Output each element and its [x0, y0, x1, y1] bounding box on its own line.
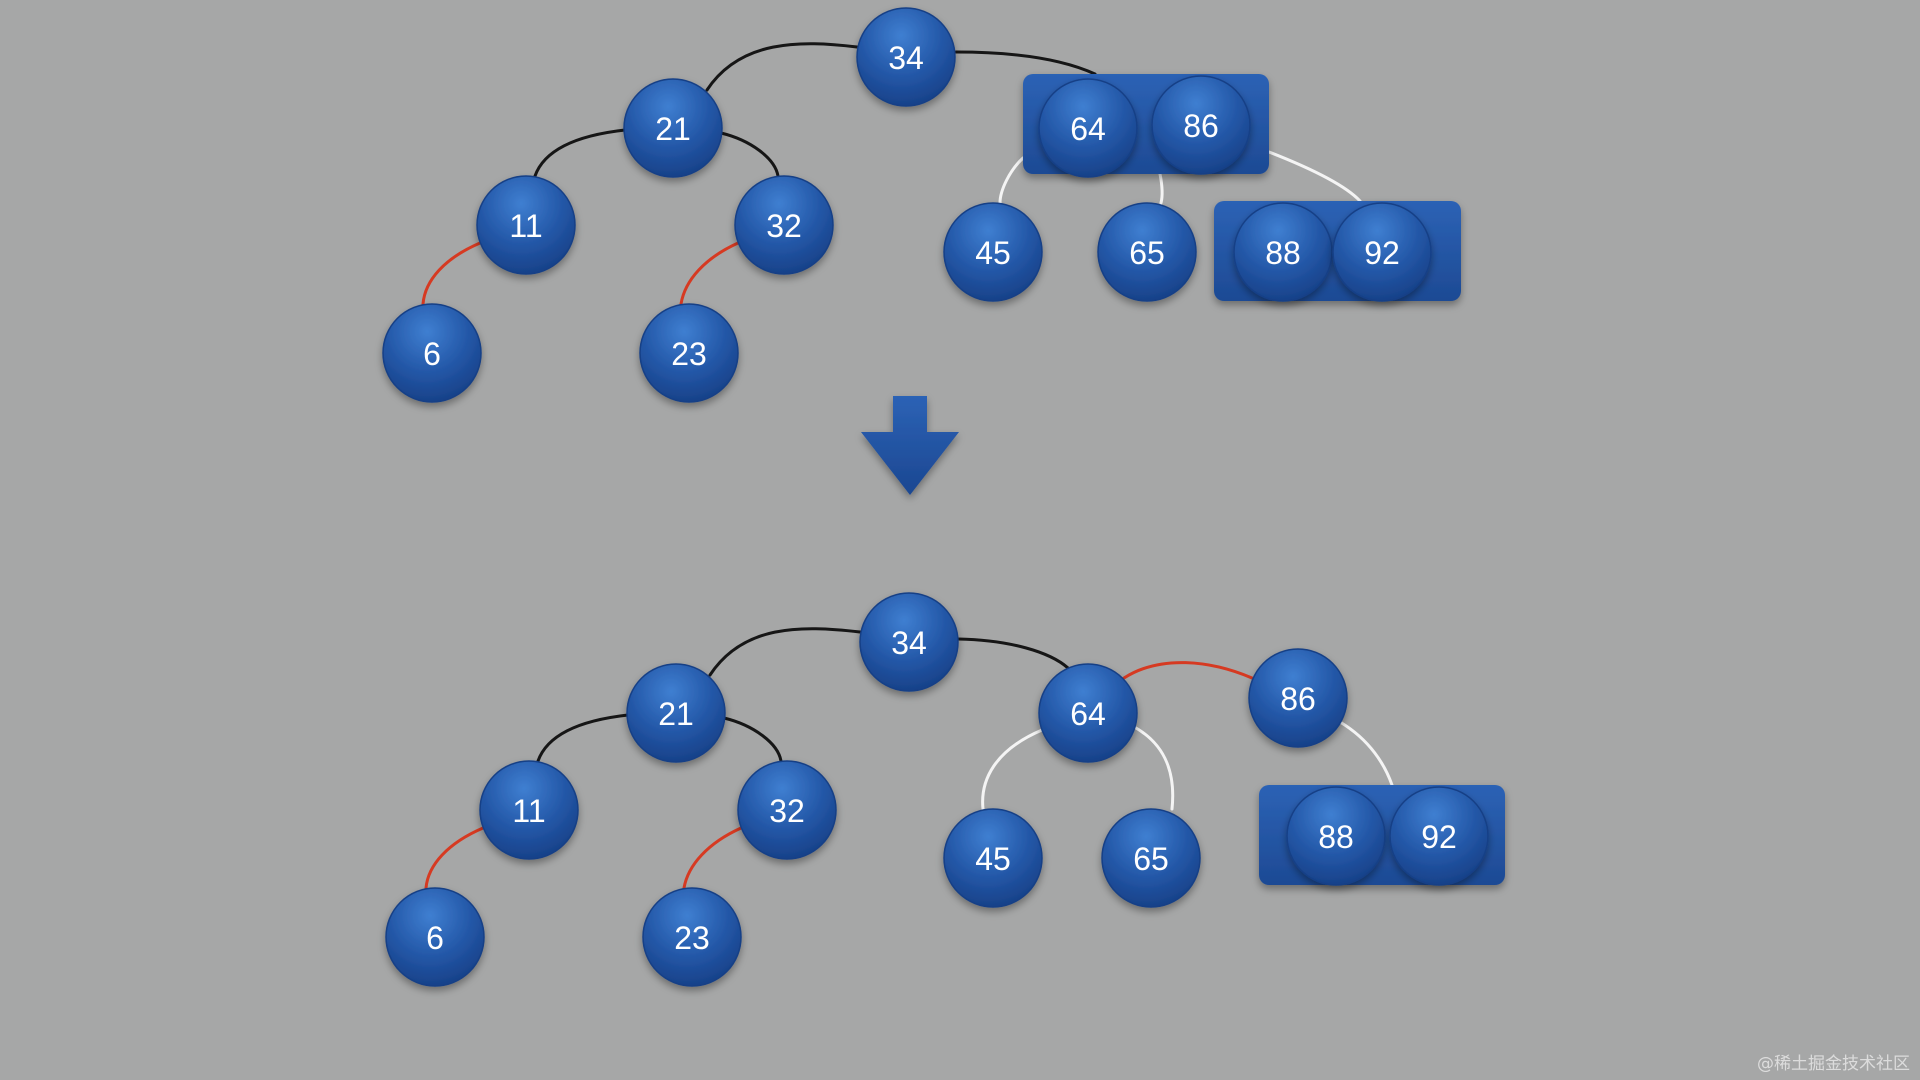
- before-node-label-23: 23: [671, 336, 707, 372]
- after-edge-n11-n6: [424, 826, 485, 890]
- edges-layer: [421, 42, 1394, 890]
- after-edge-n86-g-88-92: [1338, 720, 1394, 787]
- after-edge-n64-n45: [981, 728, 1044, 811]
- before-node-circle-34: [856, 7, 956, 107]
- after-node-11: 11: [479, 760, 579, 860]
- before-node-circle-64: [1038, 78, 1138, 178]
- after-edge-n34-n21: [708, 627, 862, 677]
- after-edge-n64-n86: [1122, 661, 1254, 680]
- after-edge-n21-n11: [536, 713, 630, 763]
- before-node-label-32: 32: [766, 208, 802, 244]
- after-node-6: 6: [385, 887, 485, 987]
- before-node-6: 6: [382, 303, 482, 403]
- before-node-92: 92: [1332, 202, 1432, 302]
- after-node-circle-21: [626, 663, 726, 763]
- before-edge-g-64-86-n45: [998, 156, 1025, 205]
- after-node-circle-6: [385, 887, 485, 987]
- after-node-label-11: 11: [512, 793, 545, 829]
- after-node-circle-23: [642, 887, 742, 987]
- after-node-circle-88: [1286, 786, 1386, 886]
- after-edge-n64-n65: [1134, 726, 1175, 811]
- after-node-label-6: 6: [426, 920, 444, 956]
- before-edge-g-64-86-n65: [1158, 172, 1164, 205]
- after-node-label-88: 88: [1318, 819, 1354, 855]
- before-node-label-11: 11: [509, 208, 542, 244]
- before-node-88: 88: [1233, 202, 1333, 302]
- before-node-circle-21: [623, 78, 723, 178]
- before-node-label-45: 45: [975, 235, 1011, 271]
- before-edge-n11-n6: [421, 241, 482, 306]
- after-node-circle-11: [479, 760, 579, 860]
- after-node-34: 34: [859, 592, 959, 692]
- after-node-label-23: 23: [674, 920, 710, 956]
- before-edge-n34-n21: [705, 42, 859, 92]
- after-node-label-34: 34: [891, 625, 927, 661]
- after-node-64: 64: [1038, 663, 1138, 763]
- before-node-circle-88: [1233, 202, 1333, 302]
- after-node-86: 86: [1248, 648, 1348, 748]
- after-node-88: 88: [1286, 786, 1386, 886]
- down-arrow-icon: [861, 396, 959, 495]
- before-node-circle-45: [943, 202, 1043, 302]
- after-node-32: 32: [737, 760, 837, 860]
- before-node-circle-23: [639, 303, 739, 403]
- before-edge-n32-n23: [679, 241, 740, 306]
- after-node-label-21: 21: [658, 696, 694, 732]
- after-node-92: 92: [1389, 786, 1489, 886]
- before-node-45: 45: [943, 202, 1043, 302]
- after-node-label-86: 86: [1280, 681, 1316, 717]
- after-node-circle-92: [1389, 786, 1489, 886]
- before-node-23: 23: [639, 303, 739, 403]
- nodes-layer: 34 21 11 32 6 23 64 86 45 65 88 92 34 21 11 32 6 23 64 86 45…: [382, 7, 1489, 987]
- after-node-23: 23: [642, 887, 742, 987]
- after-node-label-65: 65: [1133, 841, 1169, 877]
- before-node-label-64: 64: [1070, 111, 1106, 147]
- after-edge-n21-n32: [722, 716, 783, 763]
- after-node-65: 65: [1101, 808, 1201, 908]
- groups-layer: [1023, 74, 1505, 885]
- before-node-34: 34: [856, 7, 956, 107]
- after-node-circle-65: [1101, 808, 1201, 908]
- before-node-label-6: 6: [423, 336, 441, 372]
- before-node-label-34: 34: [888, 40, 924, 76]
- before-edge-n21-n32: [719, 131, 780, 178]
- after-node-circle-45: [943, 808, 1043, 908]
- before-node-circle-32: [734, 175, 834, 275]
- before-edge-n34-g-64-86: [954, 50, 1097, 76]
- after-node-45: 45: [943, 808, 1043, 908]
- before-node-circle-92: [1332, 202, 1432, 302]
- after-node-label-92: 92: [1421, 819, 1457, 855]
- after-node-circle-64: [1038, 663, 1138, 763]
- after-node-circle-32: [737, 760, 837, 860]
- before-node-32: 32: [734, 175, 834, 275]
- before-node-circle-6: [382, 303, 482, 403]
- before-node-label-92: 92: [1364, 235, 1400, 271]
- before-node-label-21: 21: [655, 111, 691, 147]
- before-edge-g-64-86-g-88-92: [1267, 150, 1362, 203]
- after-node-label-64: 64: [1070, 696, 1106, 732]
- before-node-label-65: 65: [1129, 235, 1165, 271]
- after-edge-n32-n23: [682, 826, 743, 890]
- after-edge-n34-n64: [956, 637, 1070, 670]
- watermark: @稀土掘金技术社区: [1757, 1054, 1910, 1074]
- after-node-label-45: 45: [975, 841, 1011, 877]
- after-node-21: 21: [626, 663, 726, 763]
- before-node-86: 86: [1151, 75, 1251, 175]
- after-node-circle-86: [1248, 648, 1348, 748]
- before-node-circle-11: [476, 175, 576, 275]
- before-node-65: 65: [1097, 202, 1197, 302]
- before-node-circle-65: [1097, 202, 1197, 302]
- after-node-circle-34: [859, 592, 959, 692]
- after-node-label-32: 32: [769, 793, 805, 829]
- before-node-label-86: 86: [1183, 108, 1219, 144]
- before-node-21: 21: [623, 78, 723, 178]
- before-node-11: 11: [476, 175, 576, 275]
- before-edge-n21-n11: [533, 128, 627, 178]
- before-node-circle-86: [1151, 75, 1251, 175]
- before-node-64: 64: [1038, 78, 1138, 178]
- before-node-label-88: 88: [1265, 235, 1301, 271]
